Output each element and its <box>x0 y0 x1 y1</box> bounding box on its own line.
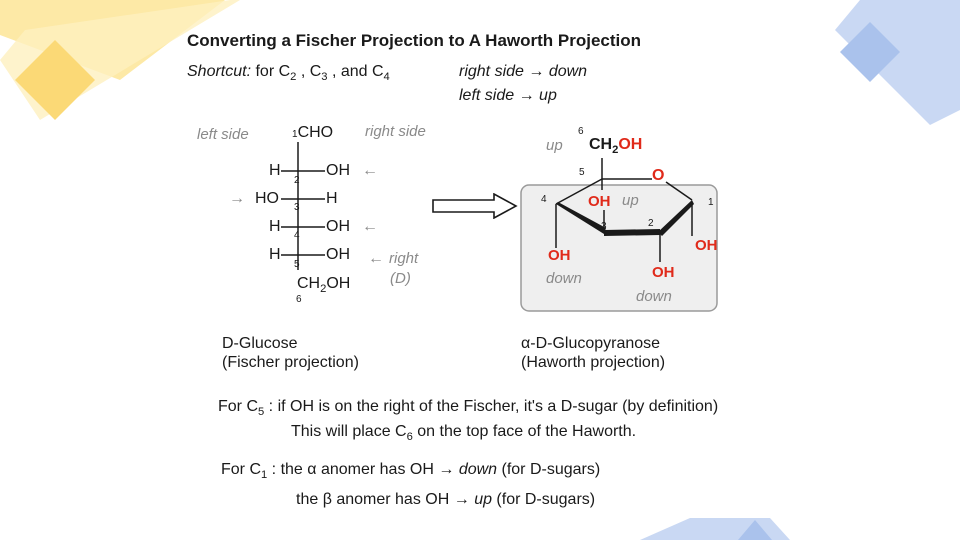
haworth-ch-text: CH <box>589 136 613 153</box>
rule-c1-arrow: → <box>438 461 455 478</box>
haworth-c6-num: 6 <box>578 126 584 137</box>
and-text: , and C <box>327 63 384 80</box>
fischer-c2-left: H <box>269 162 281 179</box>
fischer-ch2-sub: 2 <box>320 282 327 295</box>
haworth-c6-oh: OH <box>618 136 643 153</box>
c2-sub: 2 <box>290 70 297 83</box>
haworth-down-right: down <box>636 288 672 305</box>
fischer-ch2oh: OH <box>326 275 351 292</box>
caption-glucopyranose-name: -D-Glucopyranose <box>530 335 661 352</box>
fischer-c1: 1CHO <box>292 125 333 141</box>
haworth-c3-oh: OH <box>588 193 611 210</box>
caption-glucopyranose: α-D-Glucopyranose <box>521 336 660 352</box>
arrow-c3-icon: → <box>229 190 245 207</box>
fischer-c4-right: OH <box>326 218 350 235</box>
rule-beta-end: (for D-sugars) <box>491 491 596 508</box>
fischer-c2-right: OH <box>326 162 350 179</box>
haworth-up-top: up <box>546 137 563 154</box>
mnemonic-down: down <box>548 63 588 80</box>
fischer-skeleton <box>281 142 325 270</box>
haworth-up-mid: up <box>622 192 639 209</box>
rule-c1-sub: 1 <box>261 468 268 481</box>
conversion-arrow-icon <box>432 193 518 219</box>
rule-c5-sub: 5 <box>258 405 265 418</box>
rule-c6-pre: This will place C <box>291 423 407 440</box>
fischer-right-side-label: right side <box>365 123 426 140</box>
rule-c6-post: on the top face of the Haworth. <box>412 423 637 440</box>
haworth-box <box>520 184 718 312</box>
fischer-c5-right: OH <box>326 246 350 263</box>
fischer-c1-num: 1 <box>292 129 298 140</box>
rule-c6: This will place C6 on the top face of th… <box>291 424 636 443</box>
c3-text: , C <box>296 63 322 80</box>
fischer-c4-left: H <box>269 218 281 235</box>
slide-title: Converting a Fischer Projection to A Haw… <box>187 31 642 50</box>
haworth-down-left: down <box>546 270 582 287</box>
rule-c5: For C5 : if OH is on the right of the Fi… <box>218 399 718 418</box>
caption-glucose: D-Glucose <box>222 335 298 352</box>
fischer-c5-left: H <box>269 246 281 263</box>
rule-beta-mid: anomer has OH <box>331 491 450 508</box>
rule-c1: For C1 : the α anomer has OH → down (for… <box>221 462 600 481</box>
haworth-c2-oh: OH <box>652 264 675 281</box>
fischer-c4-num: 4 <box>294 230 300 241</box>
rule-c1-text: : the <box>267 461 308 478</box>
rule-c1-down: down <box>458 461 498 478</box>
rule-beta: the β anomer has OH → up (for D-sugars) <box>296 492 595 508</box>
mnemonic-right: right side → down <box>459 64 587 80</box>
shortcut-text: for C <box>255 63 291 80</box>
mnemonic-right-side: right side <box>459 63 524 80</box>
rule-c6-sub: 6 <box>406 430 413 443</box>
c4-sub: 4 <box>383 70 390 83</box>
fischer-c3-num: 3 <box>294 202 300 213</box>
fischer-right-label: right <box>389 250 419 267</box>
haworth-c2-num: 2 <box>648 218 654 229</box>
fischer-c3-left: HO <box>255 190 279 207</box>
haworth-ch2-sub: 2 <box>612 143 619 156</box>
haworth-c1-oh: OH <box>695 237 718 254</box>
rule-beta-symbol: β <box>322 491 332 508</box>
rule-c1-pre: For C <box>221 461 261 478</box>
haworth-c4-num: 4 <box>541 194 547 205</box>
fischer-c2-num: 2 <box>294 175 300 186</box>
arrow-c4-icon: ← <box>362 218 378 235</box>
fischer-c6-num: 6 <box>296 294 302 305</box>
haworth-c3-num: 3 <box>601 221 607 232</box>
haworth-c1-num: 1 <box>708 197 714 208</box>
caption-haworth: (Haworth projection) <box>521 354 666 371</box>
shortcut-label: Shortcut: <box>187 63 252 80</box>
haworth-c4-oh: OH <box>548 247 571 264</box>
fischer-c6: CH2OH <box>297 276 350 295</box>
rule-beta-arrow: → <box>453 491 470 508</box>
rule-beta-up: up <box>474 491 492 508</box>
mnemonic-left-side: left side <box>459 87 515 104</box>
rule-c1-mid: anomer has OH <box>316 461 434 478</box>
haworth-ch2oh: CH2OH <box>589 137 642 156</box>
caption-alpha: α <box>521 335 531 352</box>
mnemonic-up: up <box>539 87 557 104</box>
haworth-c5-num: 5 <box>579 167 585 178</box>
rule-beta-pre: the <box>296 491 323 508</box>
rule-alpha: α <box>307 461 317 478</box>
fischer-left-side-label: left side <box>197 126 249 143</box>
c3-sub: 3 <box>321 70 328 83</box>
mnemonic-arrow-2: → <box>518 87 535 104</box>
caption-fischer: (Fischer projection) <box>222 354 359 371</box>
fischer-c5-num: 5 <box>294 259 300 270</box>
arrow-c2-icon: ← <box>362 162 378 179</box>
fischer-c3-right: H <box>326 190 338 207</box>
mnemonic-left: left side → up <box>459 88 557 104</box>
rule-c1-end: (for D-sugars) <box>497 461 601 478</box>
shortcut-line: Shortcut: for C2 , C3 , and C4 <box>187 64 390 83</box>
fischer-cho: CHO <box>297 124 334 141</box>
arrow-c5-icon: ← <box>368 250 384 267</box>
haworth-ring <box>555 158 694 262</box>
mnemonic-arrow-1: → <box>528 63 545 80</box>
haworth-ring-oxygen: O <box>652 167 665 184</box>
fischer-ch-text: CH <box>297 275 321 292</box>
rule-c5-pre: For C <box>218 398 258 415</box>
rule-c5-text: : if OH is on the right of the Fischer, … <box>264 398 719 415</box>
fischer-d-label: (D) <box>390 270 411 287</box>
